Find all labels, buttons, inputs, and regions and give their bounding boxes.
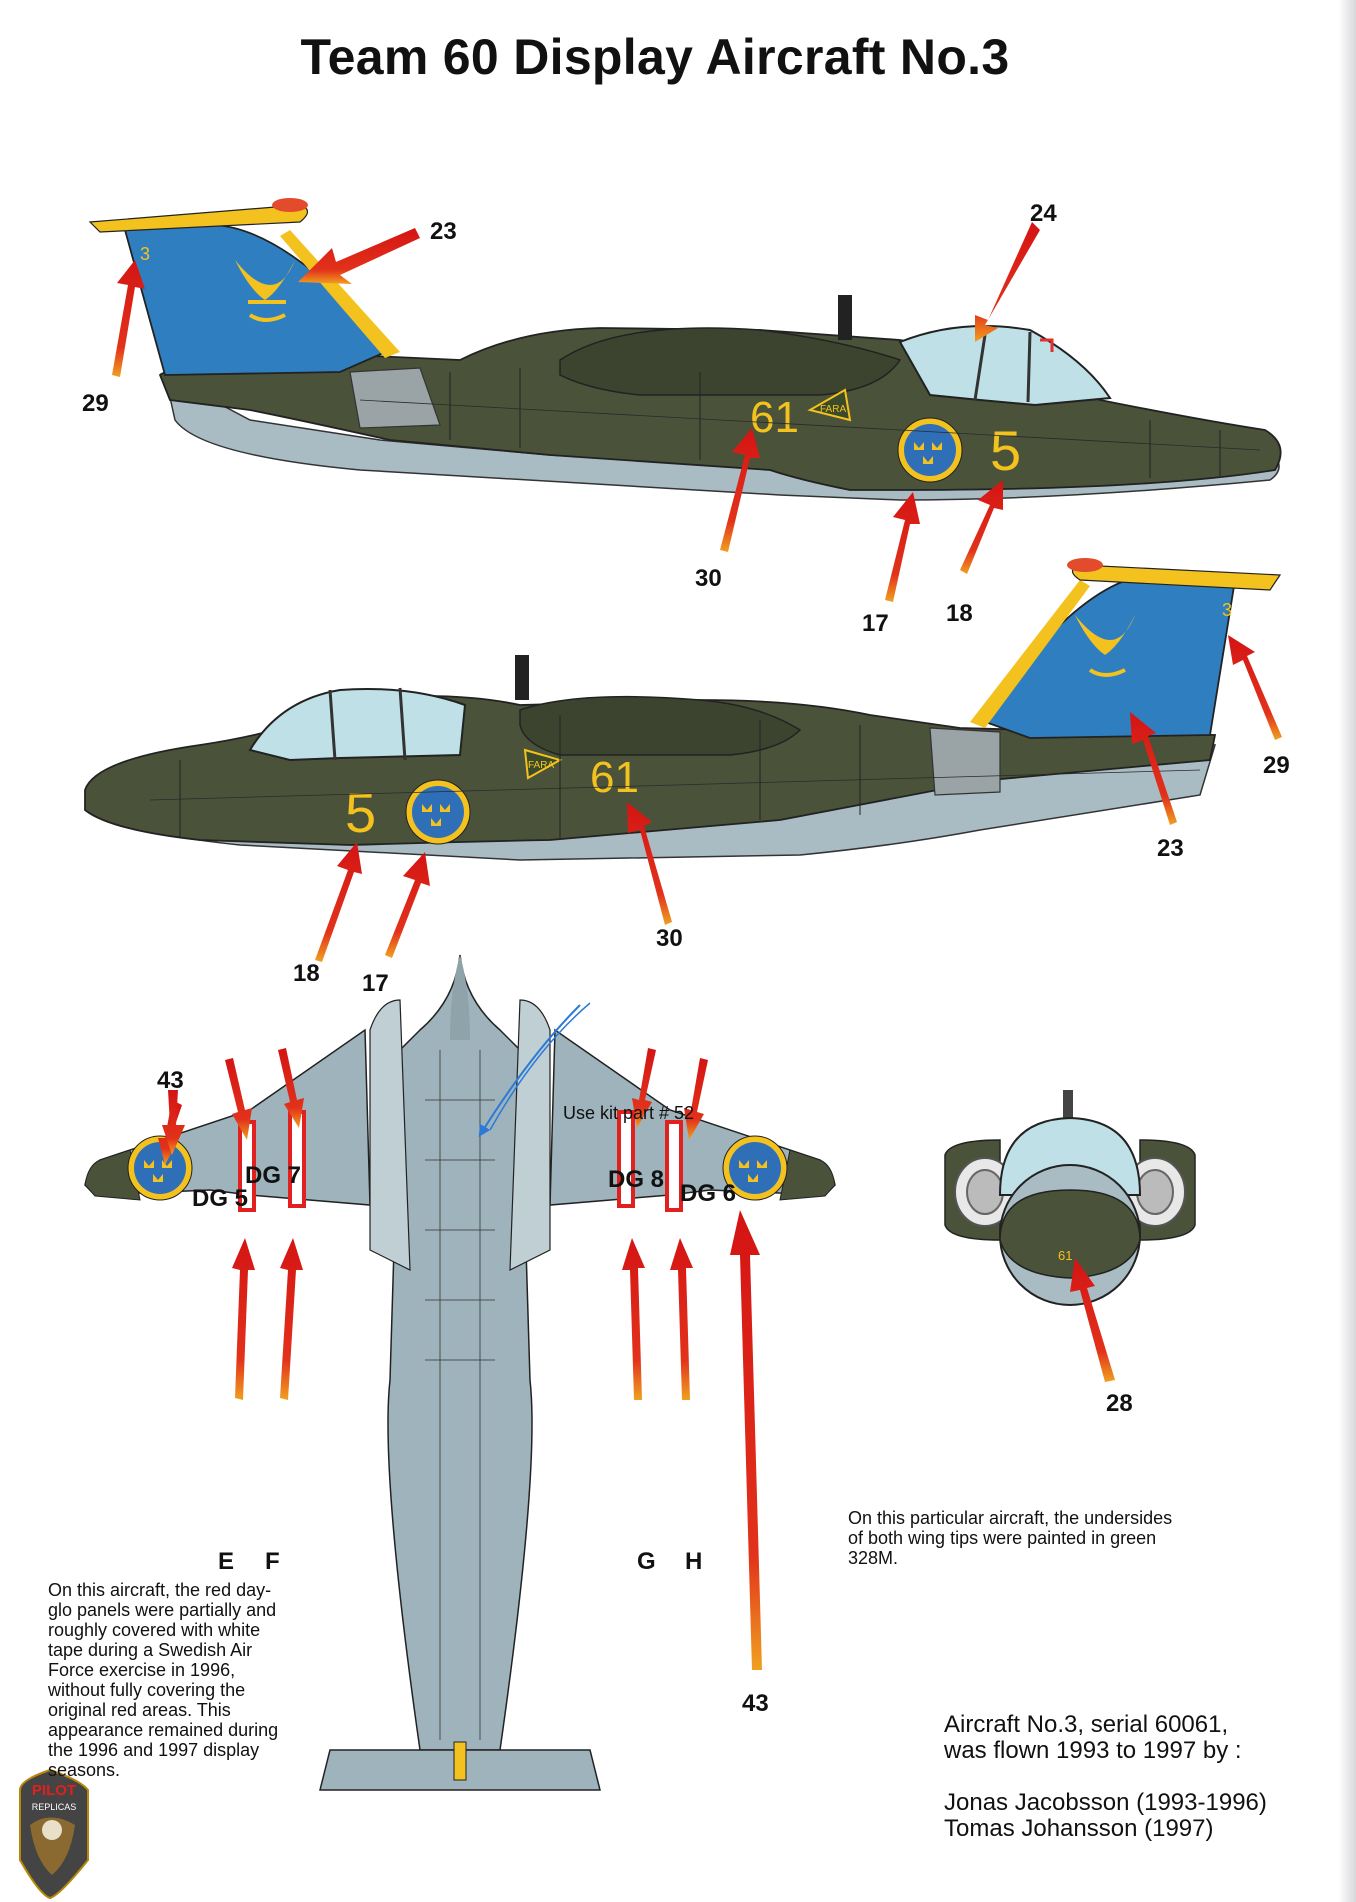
callout-17-bottom: 17 <box>362 970 389 997</box>
callout-29-bottom: 29 <box>1263 752 1290 779</box>
callout-e: E <box>218 1548 235 1575</box>
callout-30-bottom: 30 <box>656 925 683 952</box>
callout-43-right: 43 <box>742 1690 769 1717</box>
callout-30-top: 30 <box>695 565 722 592</box>
code-61-front: 61 <box>1058 1248 1072 1263</box>
callout-dg7: DG 7 <box>245 1162 302 1189</box>
page-title: Team 60 Display Aircraft No.3 <box>300 29 1010 85</box>
code-5-side-1: 5 <box>990 419 1021 482</box>
dayglo-note-line: roughly covered with white <box>48 1620 261 1640</box>
arrows-side-1 <box>112 222 1040 602</box>
callout-f: F <box>265 1548 280 1575</box>
wingtip-note-line: On this particular aircraft, the undersi… <box>848 1508 1173 1528</box>
code-61-side-2: 61 <box>590 753 639 802</box>
callout-h: H <box>685 1548 703 1575</box>
callout-18-top: 18 <box>946 600 973 627</box>
credit-pilot-2: Tomas Johansson (1997) <box>944 1815 1214 1842</box>
callout-dg5: DG 5 <box>192 1185 249 1212</box>
dayglo-note-line: Force exercise in 1996, <box>48 1660 236 1680</box>
side-view-right-profile: 61 5 3 FARA <box>84 558 1282 861</box>
callout-g: G <box>637 1548 656 1575</box>
front-view: 61 <box>944 1090 1196 1382</box>
dayglo-note-line: without fully covering the <box>48 1680 246 1700</box>
callout-17-top: 17 <box>862 610 889 637</box>
callout-dg6: DG 6 <box>680 1180 737 1207</box>
credit-line-1: Aircraft No.3, serial 60061, <box>944 1711 1229 1738</box>
logo-bottom-text: REPLICAS <box>32 1802 77 1812</box>
dayglo-note-line: the 1996 and 1997 display <box>48 1740 260 1760</box>
code-5-side-2: 5 <box>345 781 376 844</box>
page-edge-shadow <box>1338 0 1356 1902</box>
wingtip-note-line: of both wing tips were painted in green <box>848 1528 1157 1548</box>
fin-number-side-2: 3 <box>1222 600 1232 620</box>
callout-28: 28 <box>1106 1390 1133 1417</box>
kit-part-note: Use kit part # 52 <box>563 1103 695 1123</box>
callout-29-top: 29 <box>82 390 109 417</box>
code-61-side-1: 61 <box>750 393 799 442</box>
logo-top-text: PILOT <box>32 1782 76 1799</box>
callout-24: 24 <box>1030 200 1057 227</box>
credit-line-2: was flown 1993 to 1997 by : <box>944 1737 1242 1764</box>
dayglo-note-line: glo panels were partially and <box>48 1600 277 1620</box>
side-view-left-profile: 61 5 3 FARA <box>88 198 1282 501</box>
credit-pilot-1: Jonas Jacobsson (1993-1996) <box>944 1789 1267 1816</box>
callout-43-left: 43 <box>157 1067 184 1094</box>
arrows-side-2 <box>315 635 1282 962</box>
callout-18-bottom: 18 <box>293 960 320 987</box>
wingtip-note: On this particular aircraft, the undersi… <box>848 1508 1248 1568</box>
dayglo-note-line: seasons. <box>48 1760 121 1780</box>
fara-side-1: FARA <box>820 404 846 415</box>
dayglo-note-line: On this aircraft, the red day- <box>48 1580 272 1600</box>
dayglo-note-line: tape during a Swedish Air <box>48 1640 253 1660</box>
fara-side-2: FARA <box>528 760 554 771</box>
plan-view-underside <box>84 954 836 1791</box>
arrows-plan-view <box>158 1048 762 1670</box>
callout-23-bottom: 23 <box>1157 835 1184 862</box>
dayglo-note-line: appearance remained during <box>48 1720 279 1740</box>
callout-dg8: DG 8 <box>608 1166 665 1193</box>
callout-23-top: 23 <box>430 218 457 245</box>
wingtip-note-line: 328M. <box>848 1548 899 1568</box>
pilot-replicas-logo: PILOT REPLICAS <box>19 1768 89 1900</box>
aircraft-credits: Aircraft No.3, serial 60061, was flown 1… <box>944 1712 1324 1842</box>
dayglo-note: On this aircraft, the red day- glo panel… <box>48 1580 328 1780</box>
fin-number-side-1: 3 <box>140 244 150 264</box>
dayglo-note-line: original red areas. This <box>48 1700 231 1720</box>
